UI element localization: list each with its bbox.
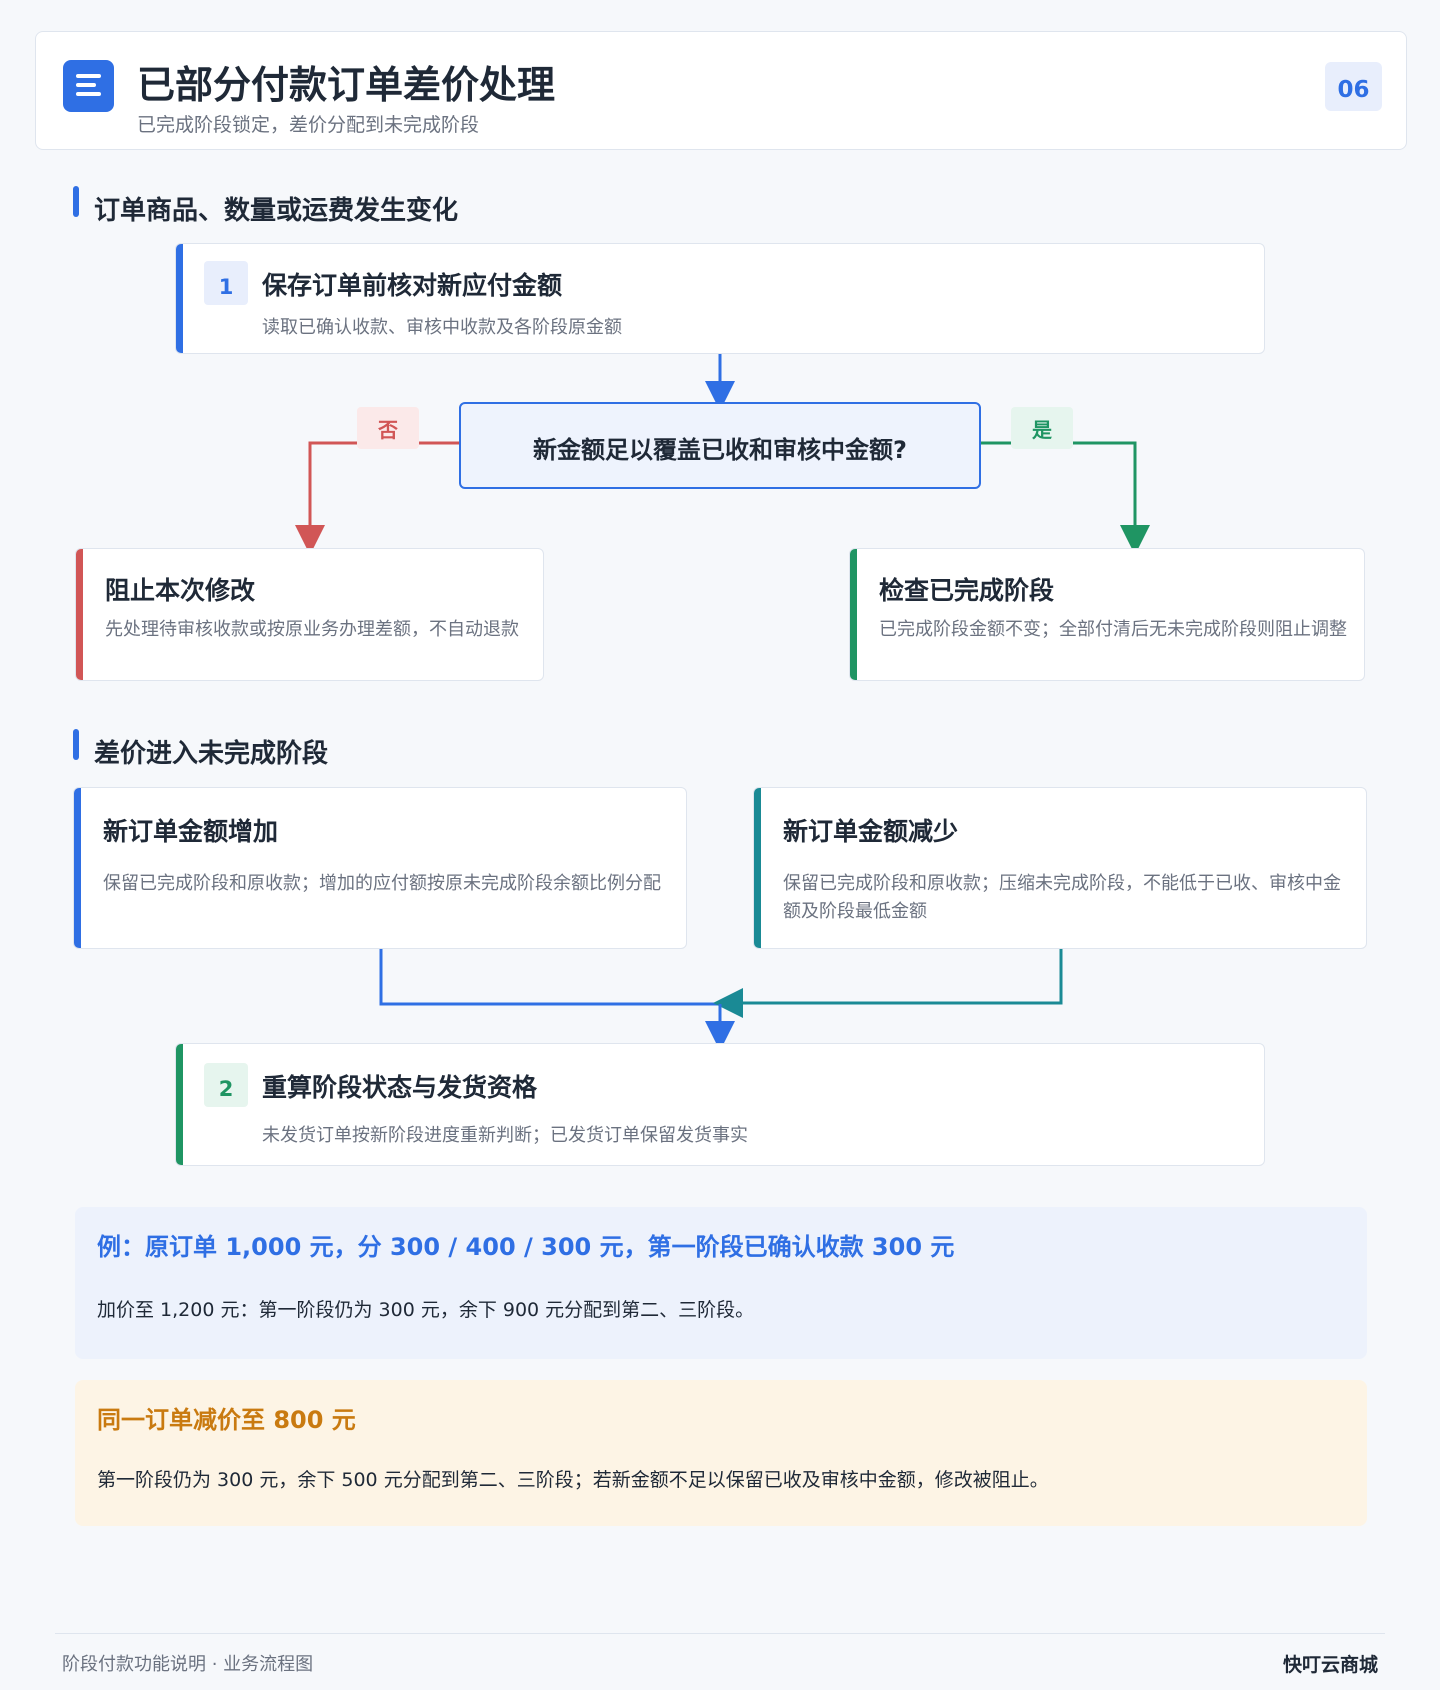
- section-marker: [73, 186, 79, 217]
- page-subtitle: 已完成阶段锁定，差价分配到未完成阶段: [137, 114, 480, 136]
- footer-divider: [55, 1633, 1385, 1634]
- card-accent: [74, 788, 81, 948]
- footer-brand: 快叮云商城: [1283, 1654, 1379, 1676]
- step1-title: 保存订单前核对新应付金额: [262, 271, 563, 300]
- check-completed-card: 检查已完成阶段 已完成阶段金额不变；全部付清后无未完成阶段则阻止调整: [849, 548, 1365, 681]
- example-increase-body: 加价至 1,200 元：第一阶段仍为 300 元，余下 900 元分配到第二、三…: [97, 1299, 755, 1321]
- example-decrease-body: 第一阶段仍为 300 元，余下 500 元分配到第二、三阶段；若新金额不足以保留…: [97, 1469, 1049, 1491]
- section-marker: [73, 729, 79, 760]
- block-modify-title: 阻止本次修改: [105, 576, 256, 605]
- footer-caption: 阶段付款功能说明 · 业务流程图: [62, 1654, 314, 1675]
- example-decrease-box: 同一订单减价至 800 元 第一阶段仍为 300 元，余下 500 元分配到第二…: [75, 1380, 1367, 1526]
- no-branch-label: 否: [357, 407, 419, 449]
- card-accent: [76, 549, 83, 680]
- yes-branch-label: 是: [1011, 407, 1073, 449]
- card-accent: [176, 244, 183, 353]
- page-number-badge: 06: [1325, 62, 1382, 111]
- page-header: 已部分付款订单差价处理 已完成阶段锁定，差价分配到未完成阶段 06: [35, 31, 1407, 150]
- arrow-increase-merge: [379, 949, 720, 1006]
- decrease-title: 新订单金额减少: [783, 817, 959, 846]
- step2-card: 2 重算阶段状态与发货资格 未发货订单按新阶段进度重新判断；已发货订单保留发货事…: [175, 1043, 1265, 1166]
- arrow-decrease-merge: [713, 949, 1063, 1018]
- example-decrease-title: 同一订单减价至 800 元: [97, 1406, 356, 1434]
- step1-card: 1 保存订单前核对新应付金额 读取已确认收款、审核中收款及各阶段原金额: [175, 243, 1265, 354]
- check-completed-desc: 已完成阶段金额不变；全部付清后无未完成阶段则阻止调整: [879, 619, 1347, 640]
- decrease-desc: 保留已完成阶段和原收款；压缩未完成阶段，不能低于已收、审核中金额及阶段最低金额: [783, 873, 1341, 922]
- check-completed-title: 检查已完成阶段: [879, 576, 1055, 605]
- decision-node: 新金额足以覆盖已收和审核中金额?: [459, 402, 981, 489]
- section-title-changes: 订单商品、数量或运费发生变化: [94, 196, 459, 226]
- example-increase-box: 例：原订单 1,000 元，分 300 / 400 / 300 元，第一阶段已确…: [75, 1207, 1367, 1359]
- card-accent: [754, 788, 761, 948]
- step1-desc: 读取已确认收款、审核中收款及各阶段原金额: [262, 317, 622, 338]
- page-title: 已部分付款订单差价处理: [137, 63, 556, 107]
- card-accent: [850, 549, 857, 680]
- arrow-yes-branch: [981, 441, 1150, 555]
- block-modify-card: 阻止本次修改 先处理待审核收款或按原业务办理差额，不自动退款: [75, 548, 544, 681]
- decrease-card: 新订单金额减少 保留已完成阶段和原收款；压缩未完成阶段，不能低于已收、审核中金额…: [753, 787, 1367, 949]
- step2-title: 重算阶段状态与发货资格: [262, 1073, 538, 1102]
- step-number-badge: 1: [204, 261, 248, 305]
- document-list-icon: [63, 60, 114, 112]
- example-increase-title: 例：原订单 1,000 元，分 300 / 400 / 300 元，第一阶段已确…: [97, 1233, 955, 1261]
- increase-card: 新订单金额增加 保留已完成阶段和原收款；增加的应付额按原未完成阶段余额比例分配: [73, 787, 687, 949]
- card-accent: [176, 1044, 183, 1165]
- arrow-no-branch: [295, 441, 459, 555]
- step2-desc: 未发货订单按新阶段进度重新判断；已发货订单保留发货事实: [262, 1125, 748, 1146]
- section-title-difference: 差价进入未完成阶段: [94, 739, 329, 769]
- increase-desc: 保留已完成阶段和原收款；增加的应付额按原未完成阶段余额比例分配: [103, 873, 661, 894]
- block-modify-desc: 先处理待审核收款或按原业务办理差额，不自动退款: [105, 619, 519, 640]
- step-number-badge: 2: [204, 1063, 248, 1107]
- increase-title: 新订单金额增加: [103, 817, 279, 846]
